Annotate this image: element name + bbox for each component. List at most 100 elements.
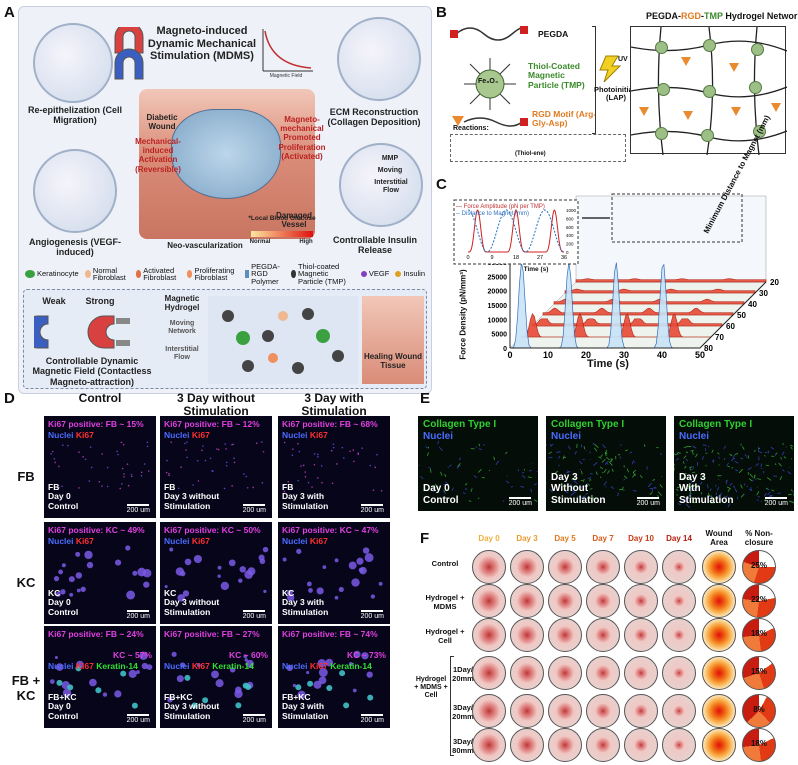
fiber — [767, 450, 770, 454]
fiber — [734, 453, 739, 455]
fiber — [629, 451, 633, 454]
fiber — [694, 484, 698, 489]
fiber — [619, 488, 623, 491]
reactions-label: Reactions: — [453, 125, 489, 132]
fiber — [589, 478, 592, 481]
inset-y-tick: 400 — [566, 233, 574, 238]
mini-chart-xlabel: Magnetic Field — [269, 73, 303, 79]
keratin-dot — [235, 702, 242, 709]
fiber — [782, 469, 785, 472]
cell-dot — [184, 558, 192, 566]
diabetic-wound-label: Diabetic Wound — [146, 113, 178, 132]
fiber — [659, 484, 663, 488]
scale-bar-label: 200 um — [242, 613, 266, 620]
fiber — [693, 488, 696, 491]
nuclei-label: Nuclei — [423, 431, 454, 442]
collagen-fibers — [546, 442, 663, 503]
nuclei-label: Nuclei — [679, 431, 710, 442]
scale-bar-label: 200 um — [126, 507, 150, 514]
scale-bar-label: 200 um — [126, 717, 150, 724]
fiber — [766, 477, 772, 481]
fiber — [708, 495, 712, 498]
strong-label: Strong — [85, 296, 115, 306]
cell-dot — [263, 589, 267, 593]
fiber — [617, 453, 621, 456]
scale-bar-label: 200 um — [360, 613, 384, 620]
fiber — [566, 471, 571, 474]
fiber — [789, 444, 794, 447]
fiber — [607, 470, 610, 474]
cell-speckles — [167, 651, 254, 709]
keratin-dot — [326, 684, 333, 691]
fiber — [562, 455, 565, 460]
cell-dot — [311, 486, 313, 488]
x-tick-label: 20 — [581, 350, 591, 360]
stain-legend: Nuclei Ki67 — [48, 430, 94, 440]
cell-dot — [313, 463, 316, 466]
nuclei-label: Nuclei — [282, 536, 308, 546]
fiber — [788, 493, 792, 496]
legend-proliferating-fibroblast: Proliferating Fibroblast — [186, 266, 239, 282]
cell-dot — [370, 594, 376, 599]
cell-dot — [341, 446, 344, 449]
glucose-gradient-bar — [251, 231, 313, 237]
fiber — [606, 456, 610, 461]
cell-dot — [78, 487, 80, 489]
cell-dot — [246, 486, 249, 489]
cell-dot — [211, 670, 219, 679]
y-tick-label: 0 — [503, 346, 507, 353]
cell-dot — [53, 576, 60, 582]
cell-dot — [197, 480, 200, 482]
ki67-label: Ki67 — [191, 661, 210, 671]
reactions-box: Reactions: (Thiol-ene) — [450, 125, 626, 162]
keratin-dot — [367, 694, 374, 701]
fiber — [680, 500, 684, 503]
wound-photo — [510, 550, 544, 584]
nuclei-label: Nuclei — [164, 661, 190, 671]
fiber — [690, 487, 693, 492]
fiber — [605, 449, 608, 453]
fiber — [691, 497, 695, 501]
cell-legend: Keratinocyte Normal Fibroblast Activated… — [25, 263, 425, 285]
cell-dot — [196, 663, 201, 667]
fiber — [631, 460, 635, 465]
panel-b-chemistry: PEGDA Fe₃O₄ Thiol-Coated Magnetic Partic… — [450, 6, 798, 164]
fiber — [548, 456, 553, 459]
cell-dot — [60, 589, 66, 595]
wound-photo — [472, 728, 506, 762]
cell-dot — [366, 671, 373, 678]
non-closure-pie: 18% — [742, 728, 776, 762]
cell-dot — [304, 475, 307, 478]
fiber — [608, 461, 613, 466]
cell-dot — [62, 688, 72, 698]
cell-dot — [123, 476, 125, 478]
cell-dot — [193, 554, 202, 564]
fiber — [707, 445, 710, 448]
panel-f-letter: F — [420, 530, 430, 547]
cell-dot — [330, 449, 333, 452]
keratin-dot — [295, 684, 302, 691]
x-tick-label: 30 — [619, 350, 629, 360]
cell-dot — [62, 444, 64, 447]
wound-area-map — [702, 618, 736, 652]
cell-dot — [356, 557, 364, 565]
cell-dot — [325, 658, 334, 667]
ki67-label: Ki67 — [191, 536, 210, 546]
fiber — [753, 475, 756, 479]
wound-photo — [548, 550, 582, 584]
wound-photo — [586, 584, 620, 618]
cell-dot — [116, 450, 118, 453]
nuclei-label: Nuclei — [48, 536, 74, 546]
cell-dot — [372, 489, 375, 491]
wound-photo — [586, 656, 620, 690]
scale-bar: 200 um — [127, 610, 150, 620]
fiber — [530, 488, 532, 493]
fiber — [456, 464, 461, 469]
main-ylabel: Force Density (pN/mm³) — [458, 269, 468, 360]
fiber — [623, 478, 626, 481]
fe3o4-label: Fe₃O₄ — [478, 78, 499, 85]
cell-dot — [223, 487, 226, 490]
fiber — [717, 452, 720, 455]
